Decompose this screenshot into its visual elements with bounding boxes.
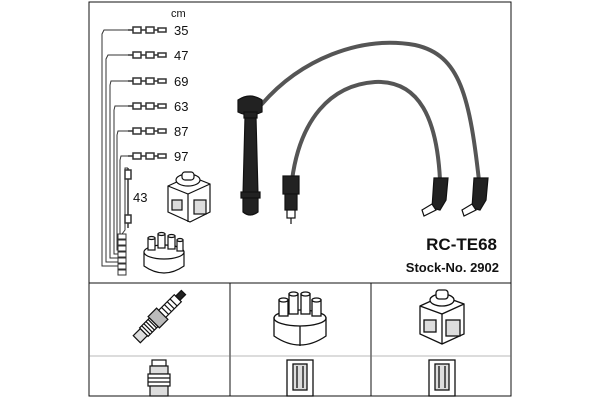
long-cable xyxy=(260,40,482,192)
legend-cable-63 xyxy=(128,102,167,110)
distributor-cap-illustration xyxy=(143,231,185,274)
short-cable xyxy=(290,79,442,182)
main-cables xyxy=(260,40,482,192)
legend-cable-97 xyxy=(128,152,167,160)
plug-terminal-illustration xyxy=(147,359,171,397)
length-label-35: 35 xyxy=(174,23,188,38)
length-label-69: 69 xyxy=(174,74,188,89)
spark-plug-illustration xyxy=(132,289,187,344)
ignition-coil-large-illustration xyxy=(419,289,465,345)
cap-terminal-illustration xyxy=(286,359,314,397)
legend-cable-47 xyxy=(128,51,167,59)
distributor-cap-large-illustration xyxy=(273,291,327,346)
length-label-97: 97 xyxy=(174,149,188,164)
plug-boot-angled-2 xyxy=(461,177,489,217)
length-label-87: 87 xyxy=(174,124,188,139)
unit-label: cm xyxy=(171,8,186,20)
length-label-47: 47 xyxy=(174,48,188,63)
plug-boot-left xyxy=(237,95,263,216)
length-label-63: 63 xyxy=(174,99,188,114)
ignition-coil-illustration xyxy=(167,171,211,223)
legend-cable-43 xyxy=(124,168,132,228)
model-number: RC-TE68 xyxy=(426,235,497,254)
legend-connector-stack xyxy=(117,233,127,276)
legend-cable-69 xyxy=(128,77,167,85)
plug-boot-middle xyxy=(282,175,300,224)
legend-cable-35 xyxy=(128,26,167,34)
plug-boot-angled-1 xyxy=(421,177,449,217)
length-label-43: 43 xyxy=(133,190,147,205)
length-legend xyxy=(101,29,128,267)
coil-terminal-illustration xyxy=(428,359,456,397)
legend-cable-87 xyxy=(128,127,167,135)
stock-number: Stock-No. 2902 xyxy=(406,260,499,275)
